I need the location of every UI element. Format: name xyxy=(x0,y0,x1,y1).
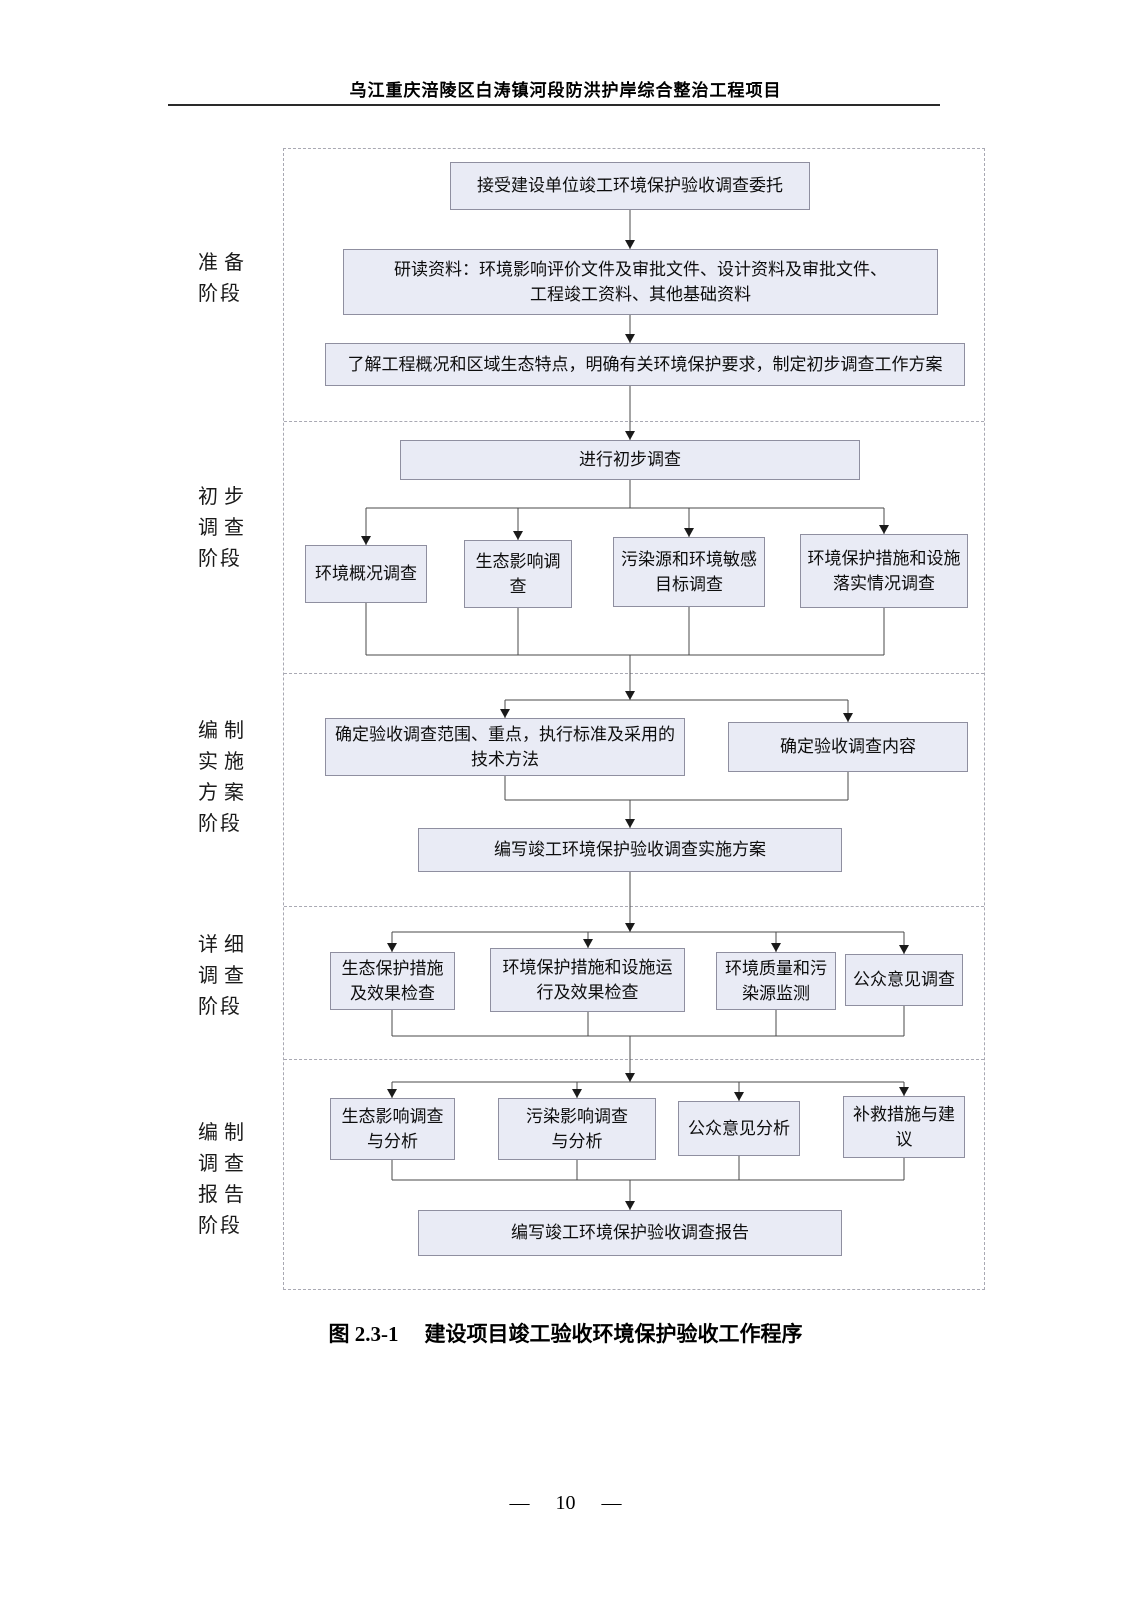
document-header-title: 乌江重庆涪陵区白涛镇河段防洪护岸综合整治工程项目 xyxy=(349,81,782,100)
node-eco-impact-analysis: 生态影响调查与分析 xyxy=(330,1098,455,1160)
node-eco-impact-survey: 生态影响调查 xyxy=(464,540,572,608)
node-public-opinion-survey: 公众意见调查 xyxy=(845,954,963,1006)
node-write-plan: 编写竣工环境保护验收调查实施方案 xyxy=(418,828,842,872)
node-write-report: 编写竣工环境保护验收调查报告 xyxy=(418,1210,842,1256)
node-pollution-impact-analysis: 污染影响调查与分析 xyxy=(498,1098,656,1160)
node-define-content: 确定验收调查内容 xyxy=(728,722,968,772)
node-understand-project: 了解工程概况和区域生态特点，明确有关环境保护要求，制定初步调查工作方案 xyxy=(325,343,965,386)
node-public-opinion-analysis: 公众意见分析 xyxy=(678,1101,800,1156)
node-define-scope: 确定验收调查范围、重点，执行标准及采用的技术方法 xyxy=(325,718,685,776)
stage-label-preliminary: 初步调查阶段 xyxy=(198,486,246,570)
flowchart-frame xyxy=(283,148,985,1290)
node-eco-measures-check: 生态保护措施及效果检查 xyxy=(330,952,455,1010)
node-env-overview-survey: 环境概况调查 xyxy=(305,545,427,603)
stage-separator-3 xyxy=(284,906,984,907)
stage-separator-2 xyxy=(284,673,984,674)
stage-label-report-compile: 编制调查报告阶段 xyxy=(198,1122,246,1237)
page-number: 10 xyxy=(555,1492,576,1514)
stage-label-preparation: 准备阶段 xyxy=(198,252,246,305)
node-env-quality-monitor: 环境质量和污染源监测 xyxy=(716,952,836,1010)
footer-dash-right: — xyxy=(601,1492,622,1514)
stage-separator-4 xyxy=(284,1059,984,1060)
node-protection-measures-survey: 环境保护措施和设施落实情况调查 xyxy=(800,534,968,608)
node-preliminary-survey: 进行初步调查 xyxy=(400,440,860,480)
page-footer: — 10 — xyxy=(0,1492,1131,1515)
figure-number: 图 2.3-1 xyxy=(328,1322,399,1346)
stage-separator-1 xyxy=(284,421,984,422)
footer-dash-left: — xyxy=(509,1492,530,1514)
figure-title: 建设项目竣工验收环境保护验收工作程序 xyxy=(424,1322,803,1346)
node-pollution-sources-survey: 污染源和环境敏感目标调查 xyxy=(613,537,765,607)
header-rule xyxy=(168,104,940,106)
node-remedial-measures: 补救措施与建议 xyxy=(843,1096,965,1158)
stage-label-detail-survey: 详细调查阶段 xyxy=(198,934,246,1018)
node-study-materials: 研读资料：环境影响评价文件及审批文件、设计资料及审批文件、工程竣工资料、其他基础… xyxy=(343,249,938,315)
figure-caption: 图 2.3-1 建设项目竣工验收环境保护验收工作程序 xyxy=(0,1318,1131,1348)
stage-label-plan-compile: 编制实施方案阶段 xyxy=(198,720,246,835)
node-env-facility-check: 环境保护措施和设施运行及效果检查 xyxy=(490,948,685,1012)
node-accept-commission: 接受建设单位竣工环境保护验收调查委托 xyxy=(450,162,810,210)
